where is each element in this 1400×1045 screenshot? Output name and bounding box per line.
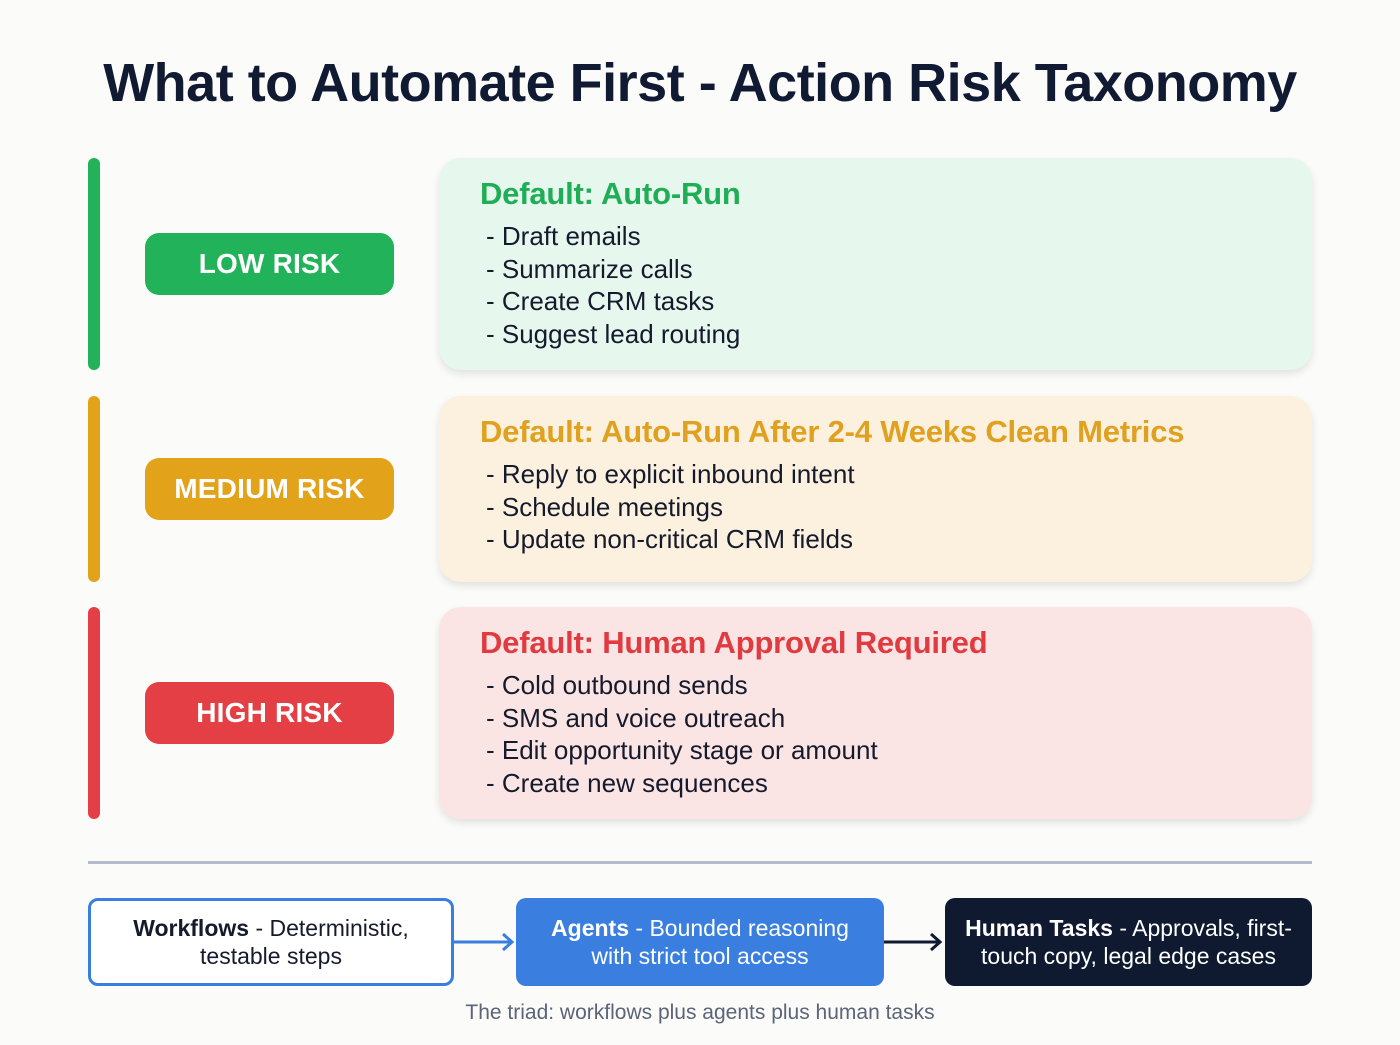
list-item: - SMS and voice outreach (486, 702, 786, 733)
card-heading: Default: Human Approval Required (480, 625, 988, 660)
section-divider (88, 861, 1312, 864)
workflows-box: Workflows - Deterministic, testable step… (88, 898, 454, 986)
arrow-right-icon (454, 932, 515, 952)
list-item: - Summarize calls (486, 253, 693, 284)
action-list: - Draft emails - Summarize calls - Creat… (480, 220, 1312, 351)
risk-card-low: Default: Auto-Run - Draft emails - Summa… (439, 158, 1312, 370)
risk-badge-high: HIGH RISK (145, 682, 394, 744)
human-tasks-box: Human Tasks - Approvals, first-touch cop… (945, 898, 1312, 986)
list-item: - Create CRM tasks (486, 286, 715, 317)
card-heading: Default: Auto-Run After 2-4 Weeks Clean … (480, 414, 1185, 449)
agents-box: Agents - Bounded reasoning with strict t… (516, 898, 884, 986)
list-item: - Update non-critical CRM fields (486, 524, 854, 555)
page-title: What to Automate First - Action Risk Tax… (103, 53, 1297, 113)
tier-accent-bar (88, 158, 100, 370)
action-list: - Cold outbound sends - SMS and voice ou… (480, 669, 1312, 800)
tier-accent-bar (88, 607, 100, 819)
agents-description: - Bounded reasoning with strict tool acc… (591, 915, 849, 969)
risk-badge-medium: MEDIUM RISK (145, 458, 394, 520)
human-tasks-description: - Approvals, first-touch copy, legal edg… (981, 915, 1292, 969)
human-tasks-label: Human Tasks (965, 915, 1113, 941)
agents-label: Agents (551, 915, 629, 941)
workflows-description: - Deterministic, testable steps (200, 915, 409, 969)
workflows-label: Workflows (133, 915, 250, 941)
arrow-right-icon (884, 932, 943, 952)
list-item: - Schedule meetings (486, 491, 724, 522)
tier-accent-bar (88, 396, 100, 582)
list-item: - Suggest lead routing (486, 319, 741, 350)
triad-caption: The triad: workflows plus agents plus hu… (465, 1001, 935, 1024)
risk-card-medium: Default: Auto-Run After 2-4 Weeks Clean … (439, 396, 1312, 582)
action-list: - Reply to explicit inbound intent - Sch… (480, 458, 1312, 556)
risk-card-high: Default: Human Approval Required - Cold … (439, 607, 1312, 819)
list-item: - Create new sequences (486, 768, 768, 799)
list-item: - Cold outbound sends (486, 670, 748, 700)
list-item: - Draft emails (486, 221, 641, 251)
risk-badge-low: LOW RISK (145, 233, 394, 295)
card-heading: Default: Auto-Run (480, 176, 741, 211)
list-item: - Reply to explicit inbound intent (486, 459, 855, 489)
list-item: - Edit opportunity stage or amount (486, 735, 878, 766)
